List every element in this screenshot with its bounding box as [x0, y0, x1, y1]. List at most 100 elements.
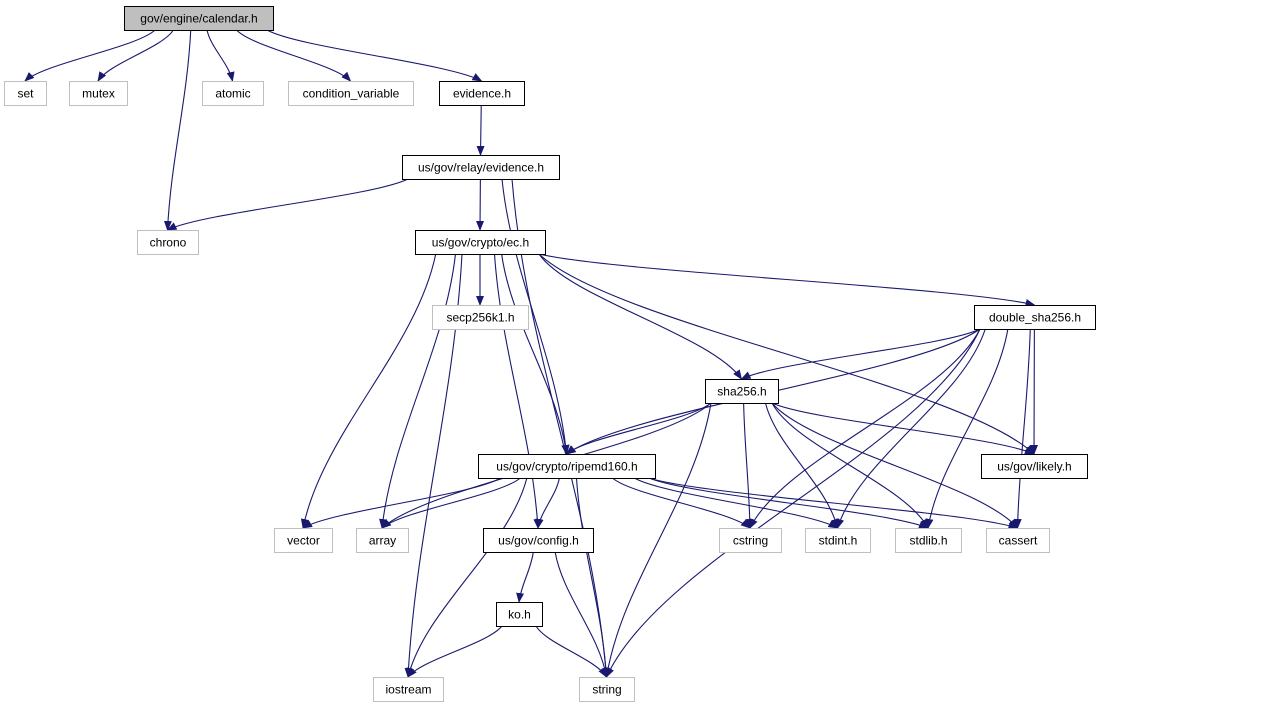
node-box-set — [4, 81, 47, 106]
edge-ec-to-vector — [300, 253, 437, 529]
node-label-stdlib: stdlib.h — [909, 534, 947, 548]
edge-double_sha256-to-cassert — [1013, 328, 1031, 529]
edge-ripemd160-to-stdint — [633, 477, 839, 529]
edge-ko-to-iostream — [407, 625, 503, 678]
edge-sha256-to-likely — [771, 402, 1035, 455]
edge-ec-to-likely — [538, 253, 1035, 455]
node-label-double-sha256: double_sha256.h — [989, 311, 1081, 325]
node-secp256k1: secp256k1.h — [432, 305, 529, 330]
edge-relay_evidence-to-chrono — [166, 178, 409, 231]
node-label-atomic: atomic — [215, 87, 250, 101]
node-box-array — [356, 528, 409, 553]
edge-sha256-to-stdint — [764, 402, 840, 529]
edge-ripemd160-to-cstring — [612, 477, 751, 529]
edge-ec-to-ripemd160 — [501, 253, 570, 455]
node-cstring: cstring — [719, 528, 782, 553]
node-condition-variable: condition_variable — [288, 81, 414, 106]
node-cassert: cassert — [986, 528, 1050, 553]
node-array: array — [356, 528, 409, 553]
edge-ripemd160-to-string — [575, 477, 610, 678]
node-box-config — [483, 528, 594, 553]
node-label-ko: ko.h — [508, 608, 531, 622]
node-calendar[interactable]: gov/engine/calendar.h — [124, 6, 274, 31]
edge-relay_evidence-to-ripemd160 — [501, 178, 570, 455]
node-label-cstring: cstring — [733, 534, 768, 548]
node-config[interactable]: us/gov/config.h — [483, 528, 594, 553]
node-label-chrono: chrono — [150, 236, 187, 250]
edge-calendar-to-atomic — [206, 29, 235, 82]
node-evidence[interactable]: evidence.h — [439, 81, 525, 106]
node-label-mutex: mutex — [82, 87, 115, 101]
node-label-vector: vector — [287, 534, 320, 548]
edge-double_sha256-to-cstring — [749, 328, 981, 529]
edge-config-to-ko — [516, 551, 534, 603]
nodes-layer: gov/engine/calendar.h set mutex atomic condi… — [4, 6, 1096, 702]
edge-double_sha256-to-stdint — [836, 328, 986, 529]
node-box-ec — [415, 230, 546, 255]
node-stdlib: stdlib.h — [895, 528, 962, 553]
edge-calendar-to-set — [24, 29, 156, 82]
node-box-vector — [274, 528, 333, 553]
node-label-stdint: stdint.h — [819, 534, 858, 548]
node-box-relay-evidence — [402, 155, 560, 180]
node-box-condition-variable — [288, 81, 414, 106]
edge-calendar-to-mutex — [97, 29, 174, 82]
edge-calendar-to-chrono — [163, 29, 192, 231]
edge-ec-to-config — [493, 253, 542, 529]
edge-ko-to-string — [535, 625, 608, 678]
node-box-likely — [981, 454, 1088, 479]
node-atomic: atomic — [202, 81, 264, 106]
edge-calendar-to-condition_variable — [236, 29, 352, 82]
node-vector: vector — [274, 528, 333, 553]
edge-ripemd160-to-iostream — [406, 477, 528, 678]
node-box-calendar — [124, 6, 274, 31]
node-box-sha256 — [705, 379, 779, 404]
node-label-evidence: evidence.h — [453, 87, 511, 101]
node-box-double-sha256 — [974, 305, 1096, 330]
edge-ripemd160-to-vector — [302, 477, 501, 529]
edges-layer — [24, 29, 1039, 678]
node-label-set: set — [17, 87, 34, 101]
node-ec[interactable]: us/gov/crypto/ec.h — [415, 230, 546, 255]
node-ko[interactable]: ko.h — [496, 602, 543, 627]
edge-ec-to-sha256 — [538, 253, 743, 380]
edge-ripemd160-to-array — [381, 477, 521, 529]
node-box-cassert — [986, 528, 1050, 553]
node-double-sha256[interactable]: double_sha256.h — [974, 305, 1096, 330]
node-box-mutex — [69, 81, 128, 106]
node-label-calendar: gov/engine/calendar.h — [140, 12, 257, 26]
node-label-secp256k1: secp256k1.h — [446, 311, 514, 325]
node-box-stdint — [805, 528, 871, 553]
node-box-iostream — [373, 677, 444, 702]
edge-double_sha256-to-string — [606, 328, 981, 678]
edge-sha256-to-cassert — [771, 402, 1019, 529]
node-box-ko — [496, 602, 543, 627]
node-label-ec: us/gov/crypto/ec.h — [432, 236, 529, 250]
node-box-atomic — [202, 81, 264, 106]
edge-double_sha256-to-sha256 — [740, 328, 981, 380]
node-stdint: stdint.h — [805, 528, 871, 553]
edge-sha256-to-string — [604, 402, 712, 678]
edge-config-to-string — [554, 551, 609, 678]
edge-ripemd160-to-config — [535, 477, 560, 529]
node-label-config: us/gov/config.h — [498, 534, 579, 548]
node-label-string: string — [592, 683, 621, 697]
node-ripemd160[interactable]: us/gov/crypto/ripemd160.h — [478, 454, 656, 479]
node-label-likely: us/gov/likely.h — [997, 460, 1071, 474]
edge-ripemd160-to-stdlib — [648, 477, 929, 529]
node-label-iostream: iostream — [385, 683, 431, 697]
node-iostream: iostream — [373, 677, 444, 702]
edge-calendar-to-evidence — [266, 29, 483, 82]
edge-ec-to-double_sha256 — [538, 253, 1036, 307]
edge-evidence-to-relay_evidence — [476, 104, 485, 156]
edge-ripemd160-to-cassert — [648, 477, 1019, 530]
node-set: set — [4, 81, 47, 106]
node-box-ripemd160 — [478, 454, 656, 479]
node-box-string — [579, 677, 635, 702]
node-relay-evidence[interactable]: us/gov/relay/evidence.h — [402, 155, 560, 180]
node-sha256[interactable]: sha256.h — [705, 379, 779, 404]
node-likely[interactable]: us/gov/likely.h — [981, 454, 1088, 479]
node-box-chrono — [137, 230, 199, 255]
node-box-evidence — [439, 81, 525, 106]
